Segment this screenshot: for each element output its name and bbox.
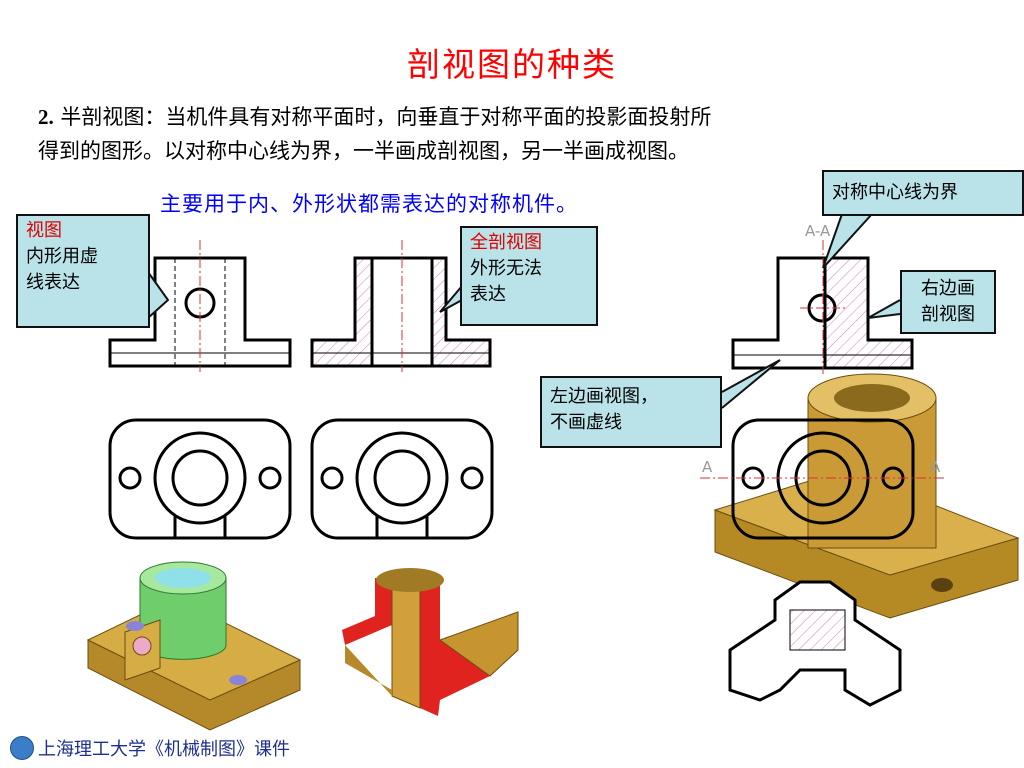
callout-view-line2: 线表达	[26, 272, 80, 293]
description: 2. 半剖视图：当机件具有对称平面时，向垂直于对称平面的投影面投射所 得到的图形…	[38, 100, 998, 168]
university-logo-icon	[10, 736, 34, 760]
callout-center-line: 对称中心线为界	[822, 170, 1024, 216]
description-number: 2.	[38, 105, 54, 129]
callout-left-view: 左边画视图， 不画虚线	[540, 376, 722, 448]
callout-center-text: 对称中心线为界	[832, 182, 958, 203]
model-external-3d	[86, 561, 302, 731]
callout-view-line1: 内形用虚	[26, 246, 98, 267]
slide-title: 剖视图的种类	[407, 45, 617, 84]
description-line-1: 2. 半剖视图：当机件具有对称平面时，向垂直于对称平面的投影面投射所	[38, 100, 998, 134]
pointer-full	[439, 285, 463, 313]
pointer-center	[822, 213, 873, 269]
model-half-section-3d	[700, 373, 1020, 707]
callout-right-section: 右边画 剖视图	[900, 270, 996, 334]
footer: 上海理工大学《机械制图》课件	[10, 735, 290, 761]
callout-full-line1: 外形无法	[470, 258, 542, 279]
callout-view-title: 视图	[26, 220, 62, 241]
footer-text: 上海理工大学《机械制图》课件	[38, 739, 290, 760]
description-line-1-text: 半剖视图：当机件具有对称平面时，向垂直于对称平面的投影面投射所	[53, 105, 712, 129]
description-line-2: 得到的图形。以对称中心线为界，一半画成剖视图，另一半画成视图。	[38, 139, 689, 163]
usage-note: 主要用于内、外形状都需表达的对称机件。	[160, 192, 578, 216]
top-view-2	[310, 418, 494, 540]
callout-full-line2: 表达	[470, 284, 506, 305]
callout-full-section: 全剖视图 外形无法 表达	[460, 226, 598, 326]
front-view-half-section	[731, 240, 914, 374]
pointer-right	[867, 299, 901, 319]
model-full-section-3d	[342, 568, 519, 716]
pointer-view	[147, 271, 170, 319]
callout-full-title: 全剖视图	[470, 232, 542, 253]
section-label-a-a: A-A	[805, 222, 831, 240]
callout-left-line1: 左边画视图，	[550, 386, 658, 407]
callout-right-line1: 右边画	[921, 278, 975, 299]
cut-label-a-right: A	[930, 458, 941, 476]
pointer-left	[721, 359, 781, 409]
top-view-1	[108, 418, 292, 540]
cut-label-a-left: A	[702, 458, 713, 476]
callout-right-line2: 剖视图	[921, 304, 975, 325]
callout-view: 视图 内形用虚 线表达	[16, 214, 150, 328]
front-view-full-section	[310, 240, 492, 372]
callout-left-line2: 不画虚线	[550, 412, 622, 433]
